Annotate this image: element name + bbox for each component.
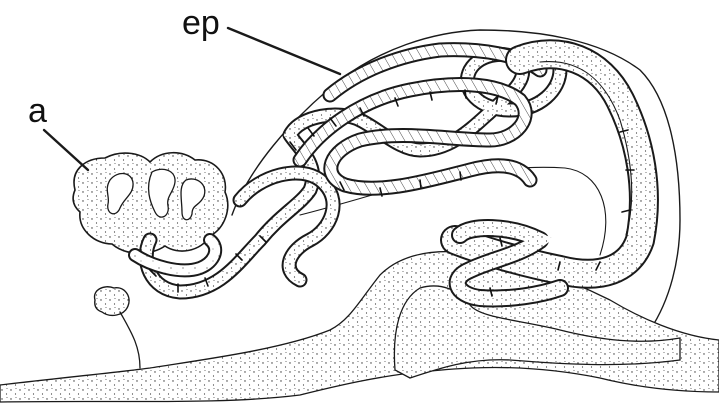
label-ep: ep [182,4,220,42]
small-knob [95,287,130,316]
label-ep-leader [228,28,340,74]
label-a: a [28,92,47,130]
label-a-leader [44,130,88,170]
knob-stalk [120,312,140,368]
